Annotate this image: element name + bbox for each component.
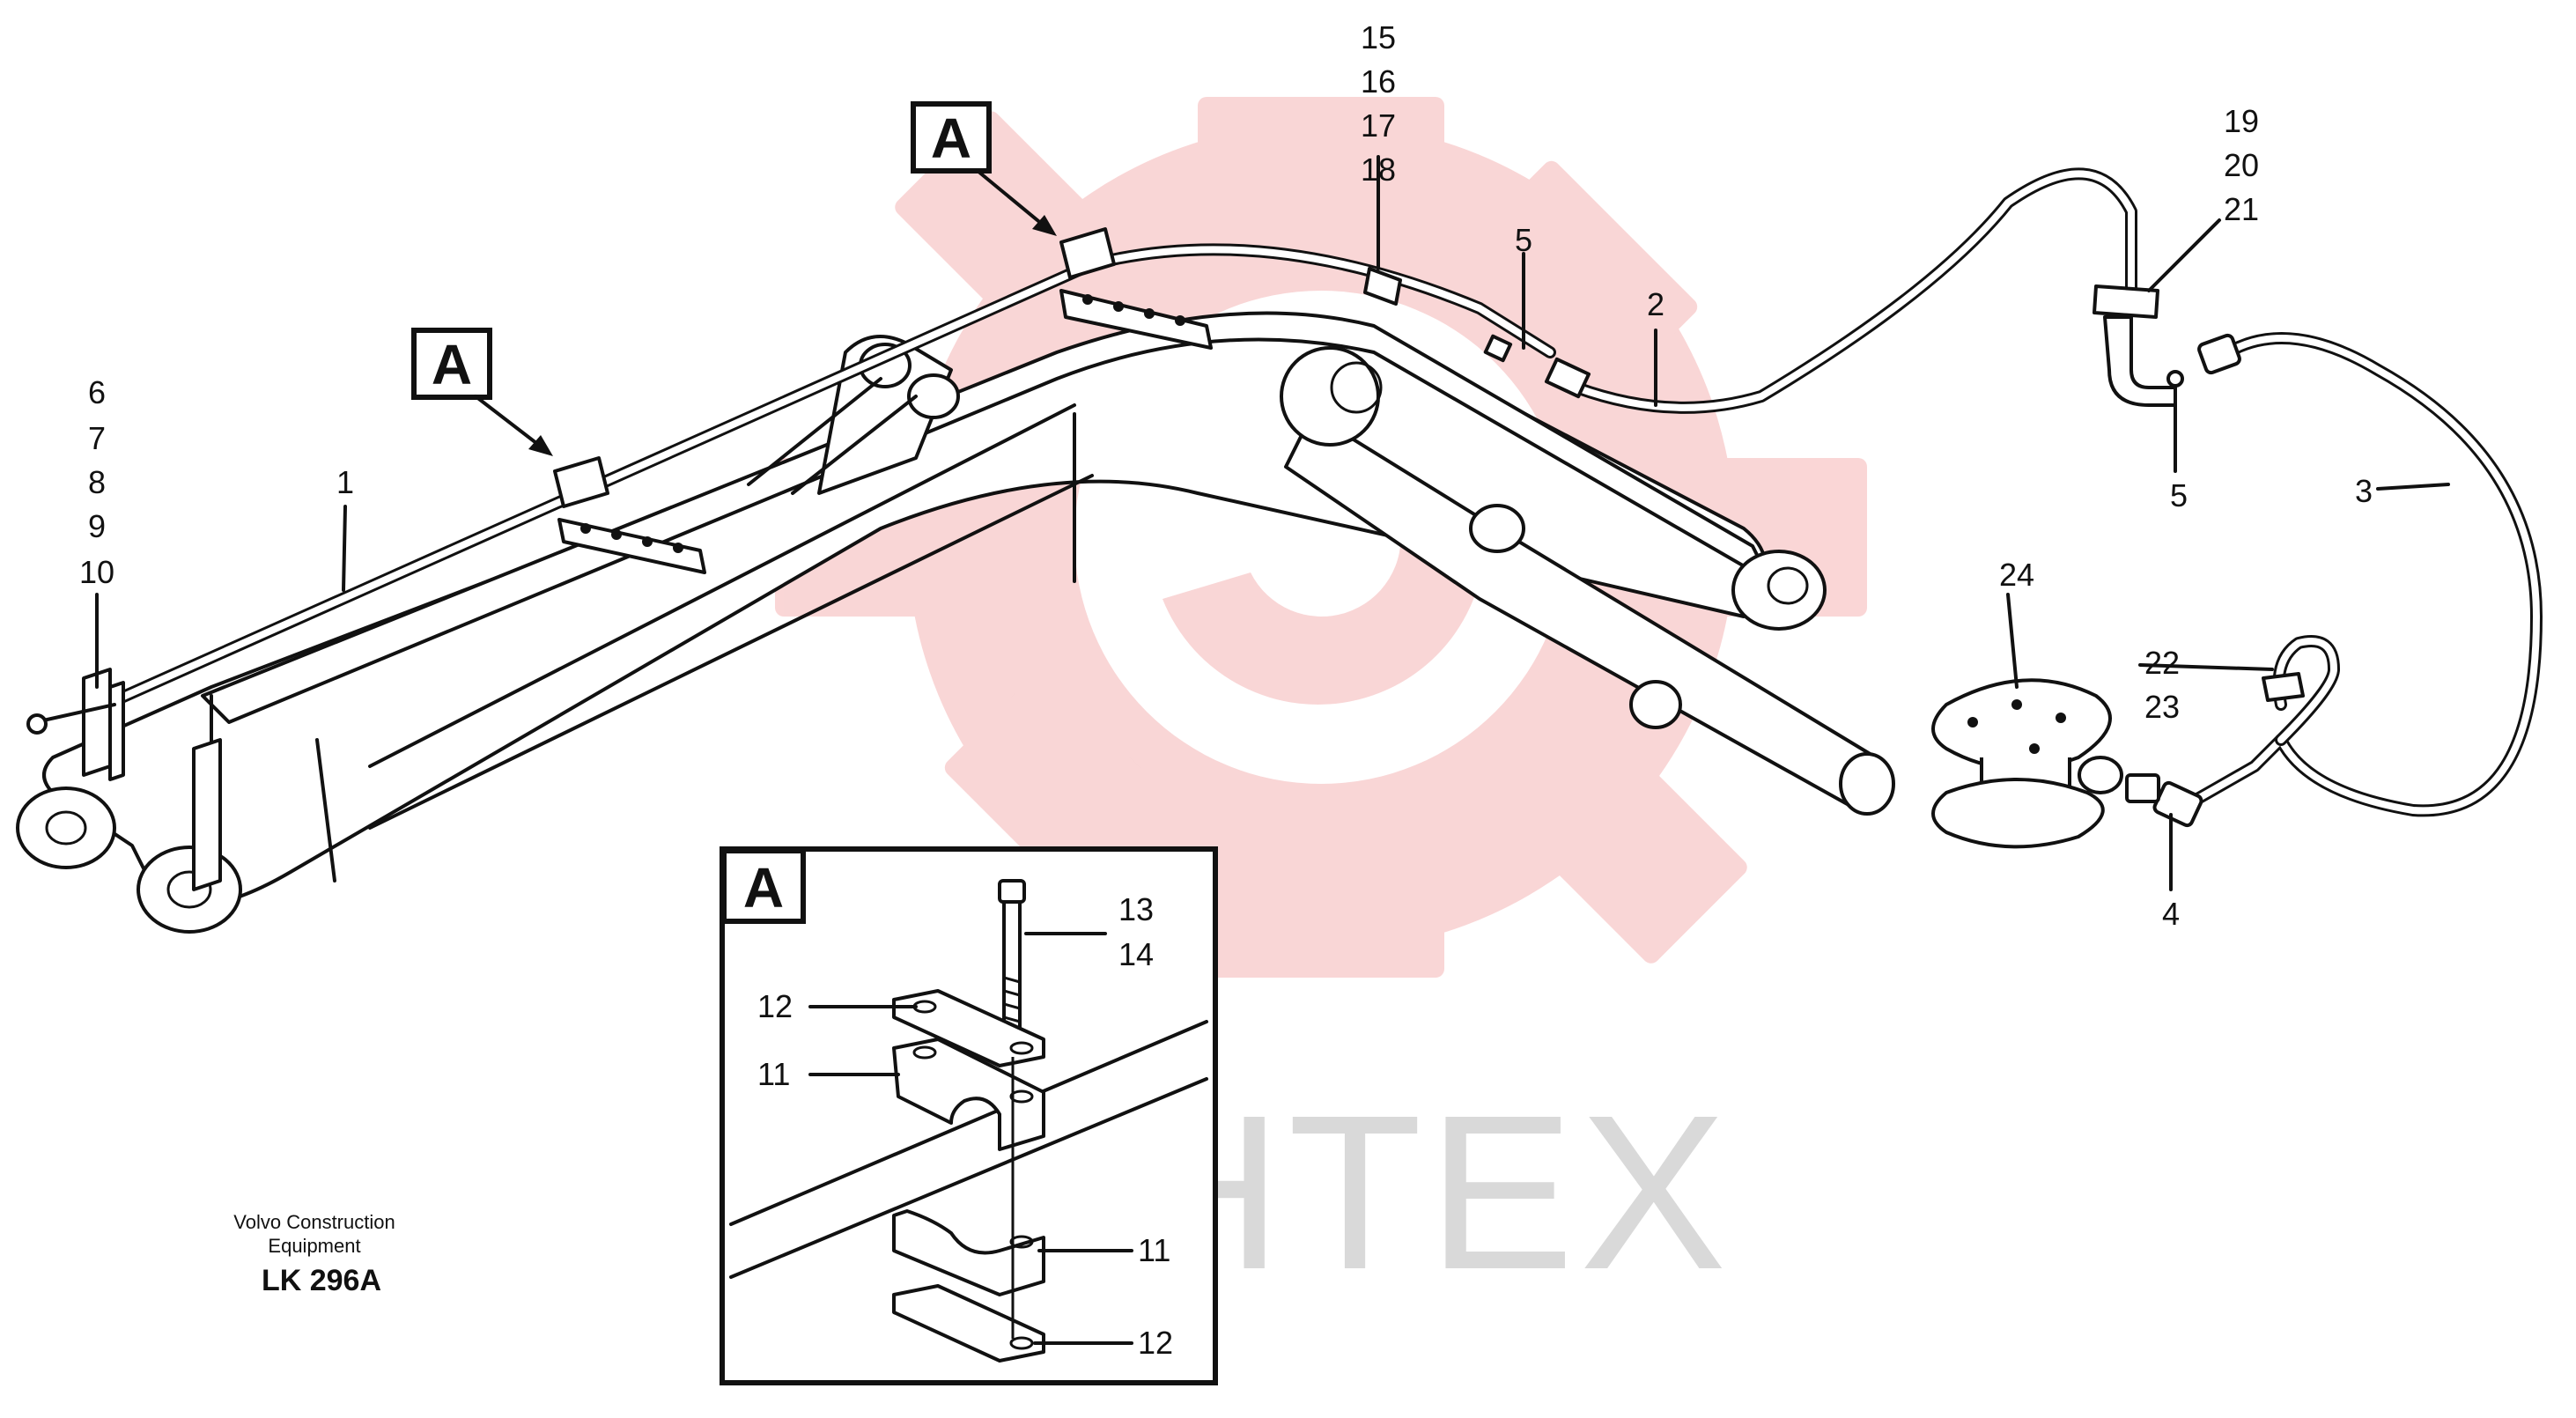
label-3: 3	[2355, 473, 2373, 509]
view-marker-a-left: A	[411, 328, 553, 456]
leader-lines	[95, 155, 2450, 891]
label-6: 6	[88, 374, 106, 410]
label-1: 1	[336, 464, 354, 500]
hose-3-fittings	[2125, 333, 2305, 828]
svg-text:A: A	[432, 333, 472, 396]
label-9: 9	[88, 508, 106, 544]
hose-line-2	[1570, 167, 2137, 414]
clamp-a-lower	[553, 456, 706, 574]
view-marker-a-upper: A	[911, 101, 1057, 236]
label-17: 17	[1361, 107, 1396, 144]
label-8: 8	[88, 464, 106, 500]
clamp-6-10	[26, 668, 125, 781]
label-10: 10	[79, 554, 114, 590]
label-11: 11	[1138, 1232, 1170, 1268]
svg-text:A: A	[931, 107, 971, 170]
label-11: 11	[757, 1056, 790, 1092]
label-24: 24	[1999, 557, 2034, 593]
diagram-code: LK 296A	[262, 1264, 381, 1297]
clamp-a-upper	[1059, 227, 1213, 350]
hose-line-3	[2187, 332, 2543, 817]
detail-view-a: A 13 14 12 11 1	[720, 846, 1218, 1385]
boom-drawing	[16, 311, 1895, 934]
label-22: 22	[2144, 645, 2180, 681]
part-labels: 1 2 3 4 5 5 6 7 8 9 10 15 16 17 18 19 20…	[79, 19, 2373, 932]
fittings-15-18	[1363, 267, 1591, 399]
label-13: 13	[1118, 891, 1154, 927]
clamp-19-21	[2093, 284, 2177, 407]
label-18: 18	[1361, 151, 1396, 188]
label-20: 20	[2224, 147, 2259, 183]
label-4: 4	[2162, 896, 2180, 932]
company-name-line2: Equipment	[268, 1235, 360, 1257]
label-15: 15	[1361, 19, 1396, 55]
company-name: Volvo Construction	[233, 1211, 395, 1233]
label-7: 7	[88, 420, 106, 456]
label-19: 19	[2224, 103, 2259, 139]
hose-line-1	[100, 243, 1556, 711]
label-5: 5	[1515, 222, 1532, 258]
label-16: 16	[1361, 63, 1396, 100]
label-23: 23	[2144, 689, 2180, 725]
swivel-24	[1931, 678, 2123, 849]
label-2: 2	[1647, 286, 1664, 322]
label-12: 12	[757, 988, 793, 1024]
label-14: 14	[1118, 936, 1154, 972]
label-12: 12	[1138, 1325, 1173, 1361]
label-5: 5	[2170, 477, 2188, 513]
svg-text:A: A	[743, 856, 784, 919]
label-21: 21	[2224, 191, 2259, 227]
caption-block: Volvo Construction Equipment LK 296A	[233, 1211, 395, 1297]
